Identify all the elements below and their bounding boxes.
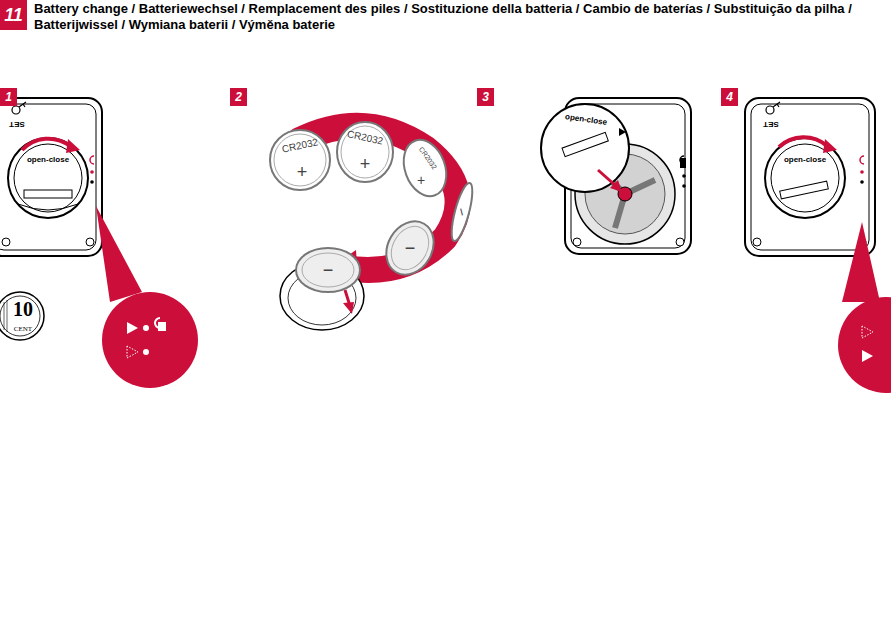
device-back bbox=[0, 98, 102, 256]
step-number: 2 bbox=[230, 88, 247, 106]
number-text: 4 bbox=[726, 90, 733, 104]
step-number: 3 bbox=[477, 88, 494, 106]
battery-sequence bbox=[270, 122, 477, 330]
set-marking: SET bbox=[9, 120, 25, 128]
number-text: 1 bbox=[5, 90, 12, 104]
polarity-sign: + bbox=[417, 173, 425, 187]
coin bbox=[0, 292, 44, 340]
number-text: 3 bbox=[482, 90, 489, 104]
step-number: 1 bbox=[0, 88, 17, 106]
polarity-sign: − bbox=[405, 239, 416, 257]
polarity-sign: + bbox=[297, 163, 308, 181]
set-marking: SET bbox=[763, 120, 779, 128]
number-text: 2 bbox=[235, 90, 242, 104]
step-number: 4 bbox=[721, 88, 738, 106]
polarity-sign: + bbox=[360, 155, 371, 173]
coin-value: 10 bbox=[13, 299, 33, 319]
page-title: Battery change / Batteriewechsel / Rempl… bbox=[34, 1, 884, 33]
cover-marking: open-close bbox=[784, 156, 826, 164]
zoom-callout bbox=[96, 206, 198, 388]
cover-marking: open-close bbox=[27, 156, 69, 164]
coin-unit: CENT bbox=[14, 326, 32, 333]
number-text: 11 bbox=[4, 5, 23, 26]
device-open bbox=[541, 98, 691, 254]
section-number: 11 bbox=[0, 0, 27, 30]
polarity-sign: − bbox=[323, 261, 334, 279]
device-closed bbox=[745, 98, 891, 393]
